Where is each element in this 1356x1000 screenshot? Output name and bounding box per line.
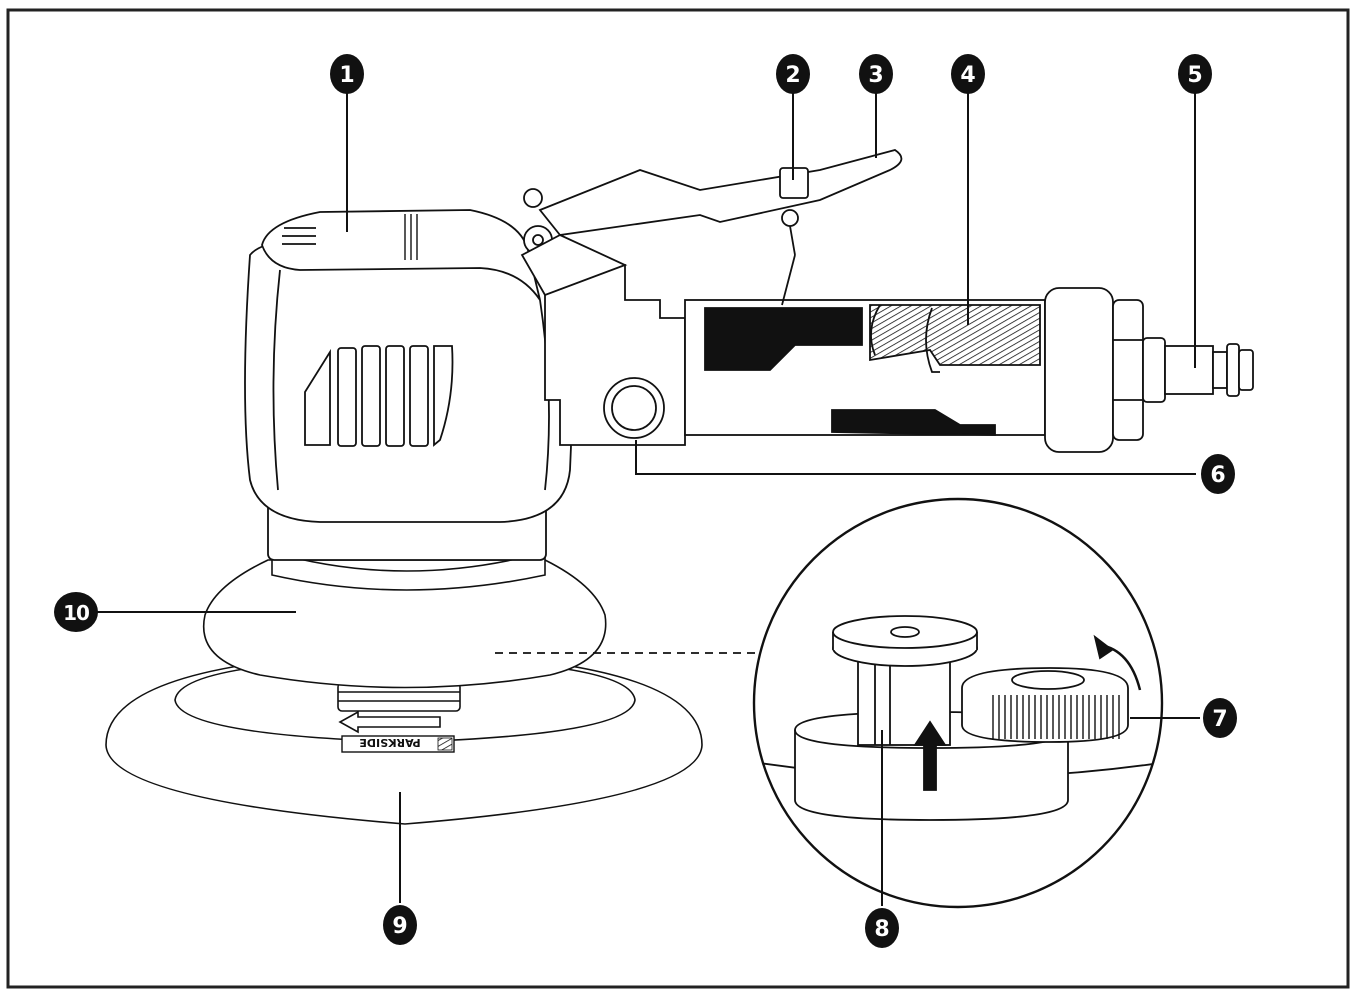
callout-4: 4: [951, 54, 985, 94]
callout-7: 7: [1203, 698, 1237, 738]
svg-text:10: 10: [63, 601, 89, 625]
brand-tag: PARKSIDE: [341, 735, 455, 753]
throttle-lever: [520, 149, 903, 306]
detail-magnifier: [752, 497, 1164, 909]
svg-text:7: 7: [1212, 707, 1227, 732]
callout-2: 2: [776, 54, 810, 94]
svg-text:1: 1: [339, 63, 354, 88]
brand-label: PARKSIDE: [359, 736, 420, 749]
callout-1: 1: [330, 54, 364, 94]
svg-text:8: 8: [874, 917, 889, 942]
callout-8: 8: [865, 908, 899, 948]
leader-lines: [96, 92, 1200, 906]
svg-text:2: 2: [785, 63, 800, 88]
motor-housing: [244, 209, 573, 561]
callout-9: 9: [383, 905, 417, 945]
diagram-frame: [6, 8, 1350, 989]
callout-badges: 1 2 3 4 5 6 7 8: [54, 54, 1237, 948]
callout-3: 3: [859, 54, 893, 94]
svg-text:4: 4: [960, 63, 975, 88]
callout-10: 10: [54, 592, 98, 632]
dust-skirt: [203, 550, 607, 689]
callout-5: 5: [1178, 54, 1212, 94]
svg-text:5: 5: [1187, 63, 1202, 88]
handle-body: [544, 264, 1254, 453]
svg-text:3: 3: [868, 63, 883, 88]
callout-6: 6: [1201, 454, 1235, 494]
svg-text:6: 6: [1210, 463, 1225, 488]
svg-text:9: 9: [392, 914, 407, 939]
